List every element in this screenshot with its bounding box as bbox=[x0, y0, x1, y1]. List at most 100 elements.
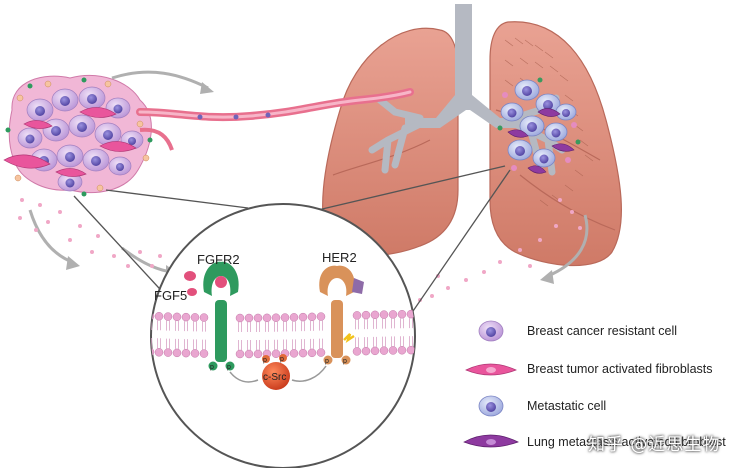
phospholipid-tail bbox=[391, 336, 395, 347]
phospholipid-tail bbox=[265, 339, 269, 350]
tumor-fibroblasts bbox=[3, 107, 137, 177]
phospholipid-head bbox=[316, 348, 326, 357]
phospholipid-head bbox=[361, 310, 371, 320]
phospholipid-head bbox=[244, 349, 254, 359]
phospholipid-head bbox=[271, 313, 281, 322]
label-p-fgfr2-1: p bbox=[210, 364, 214, 371]
phospholipid-tail bbox=[157, 338, 161, 349]
phospholipid-head bbox=[316, 312, 326, 321]
phospholipid-tail bbox=[193, 321, 197, 332]
phospholipid-tail bbox=[292, 339, 296, 350]
zoom-circle: FGFR2 FGF5 HER2 c-Src p p p p p p bbox=[150, 203, 424, 468]
tumor-vesicles bbox=[5, 77, 153, 197]
phospholipid-head bbox=[406, 345, 415, 355]
arrow-top-head bbox=[200, 82, 214, 94]
phospholipid-tail bbox=[193, 339, 197, 350]
phospholipid-head bbox=[289, 313, 299, 322]
phospholipid-tail bbox=[400, 318, 404, 329]
phospholipid-tail bbox=[310, 338, 314, 349]
phospholipid-tail bbox=[355, 337, 359, 348]
phospholipid-tail bbox=[283, 339, 287, 350]
phospholipid-head bbox=[235, 313, 245, 323]
lung-metastasis-cluster bbox=[497, 77, 581, 174]
primary-tumor bbox=[3, 74, 153, 197]
phospholipid-tail bbox=[409, 336, 413, 347]
fgf5-ligand bbox=[184, 271, 197, 296]
phospholipid-tail bbox=[364, 319, 368, 330]
arrow-right-down bbox=[547, 214, 589, 278]
phospholipid-tail bbox=[247, 321, 251, 332]
phospholipid-tail bbox=[265, 321, 269, 332]
resistant-cell-icon bbox=[478, 320, 504, 342]
phospholipid-head bbox=[352, 347, 362, 356]
phospholipid-tail bbox=[238, 339, 242, 350]
fgfr2-receptor bbox=[203, 261, 239, 371]
arrow-right-down-head bbox=[540, 270, 554, 284]
watermark: 知乎 @近思生物 bbox=[588, 435, 721, 455]
phospholipid-head bbox=[352, 311, 362, 320]
csrc-kinase bbox=[262, 354, 290, 390]
phospholipid-head bbox=[199, 349, 209, 358]
phospholipid-tail bbox=[301, 321, 305, 332]
phospholipid-head bbox=[289, 349, 299, 358]
phospholipid-tail bbox=[400, 336, 404, 347]
phospholipid-head bbox=[163, 348, 173, 357]
phospholipid-head bbox=[154, 312, 164, 321]
phospholipid-head bbox=[163, 312, 173, 321]
her2-receptor bbox=[319, 265, 364, 365]
phospholipid-tail bbox=[238, 321, 242, 332]
phospholipid-tail bbox=[373, 318, 377, 329]
label-p-her2-1: p bbox=[325, 358, 329, 365]
arrow-left-down-head bbox=[66, 256, 80, 270]
phospholipid-head bbox=[262, 313, 272, 323]
cell-membrane bbox=[151, 309, 424, 359]
phospholipid-head bbox=[244, 313, 254, 323]
phospholipid-tail bbox=[419, 318, 422, 328]
phospholipid-head bbox=[370, 310, 380, 320]
phospholipid-head bbox=[397, 310, 407, 319]
phospholipid-head bbox=[181, 348, 191, 358]
fibroblast-icon bbox=[465, 363, 517, 376]
phospholipid-tail bbox=[292, 321, 296, 332]
phospholipid-tail bbox=[256, 339, 260, 350]
phospholipid-tail bbox=[166, 338, 170, 349]
phospholipid-tail bbox=[355, 319, 359, 330]
label-csrc: c-Src bbox=[263, 372, 286, 383]
phospholipid-head bbox=[190, 313, 200, 322]
right-lung-fissure-lower bbox=[519, 174, 616, 231]
phospholipid-tail bbox=[373, 336, 377, 347]
phospholipid-head bbox=[379, 346, 389, 355]
signal-arrows bbox=[229, 365, 327, 383]
lung-fibroblast-icon bbox=[463, 434, 519, 448]
phospholipid-head bbox=[298, 348, 308, 358]
phospholipid-head bbox=[298, 312, 308, 322]
phospholipid-head bbox=[199, 313, 209, 322]
phospholipid-tail bbox=[175, 320, 179, 331]
phospholipid-head bbox=[397, 346, 407, 355]
phospholipid-head bbox=[361, 346, 371, 356]
phospholipid-head bbox=[416, 310, 424, 318]
phospholipid-head bbox=[151, 347, 155, 357]
phospholipid-head bbox=[172, 348, 182, 358]
phospholipid-head bbox=[172, 312, 182, 322]
arrow-top bbox=[111, 70, 209, 90]
phospholipid-tail bbox=[274, 321, 278, 332]
phospholipid-tail bbox=[166, 320, 170, 331]
label-p-csrc-1: p bbox=[263, 357, 267, 364]
label-fgf5: FGF5 bbox=[154, 288, 187, 303]
blood-vessel bbox=[136, 88, 414, 151]
phospholipid-tail bbox=[184, 321, 188, 332]
phospholipid-tail bbox=[382, 318, 386, 329]
legend-label-metastatic-cell: Metastatic cell bbox=[527, 399, 607, 413]
label-her2: HER2 bbox=[322, 250, 357, 265]
legend-label-fibroblasts: Breast tumor activated fibroblasts bbox=[527, 362, 713, 376]
phospholipid-head bbox=[307, 312, 317, 322]
label-p-fgfr2-2: p bbox=[227, 364, 231, 371]
phospholipid-head bbox=[379, 310, 389, 319]
phospholipid-tail bbox=[151, 338, 152, 348]
left-lung-fissure bbox=[332, 139, 431, 176]
phospholipid-tail bbox=[310, 320, 314, 331]
bronchi-left bbox=[368, 96, 424, 174]
phospholipid-head bbox=[154, 348, 164, 357]
label-fgfr2: FGFR2 bbox=[197, 252, 240, 267]
